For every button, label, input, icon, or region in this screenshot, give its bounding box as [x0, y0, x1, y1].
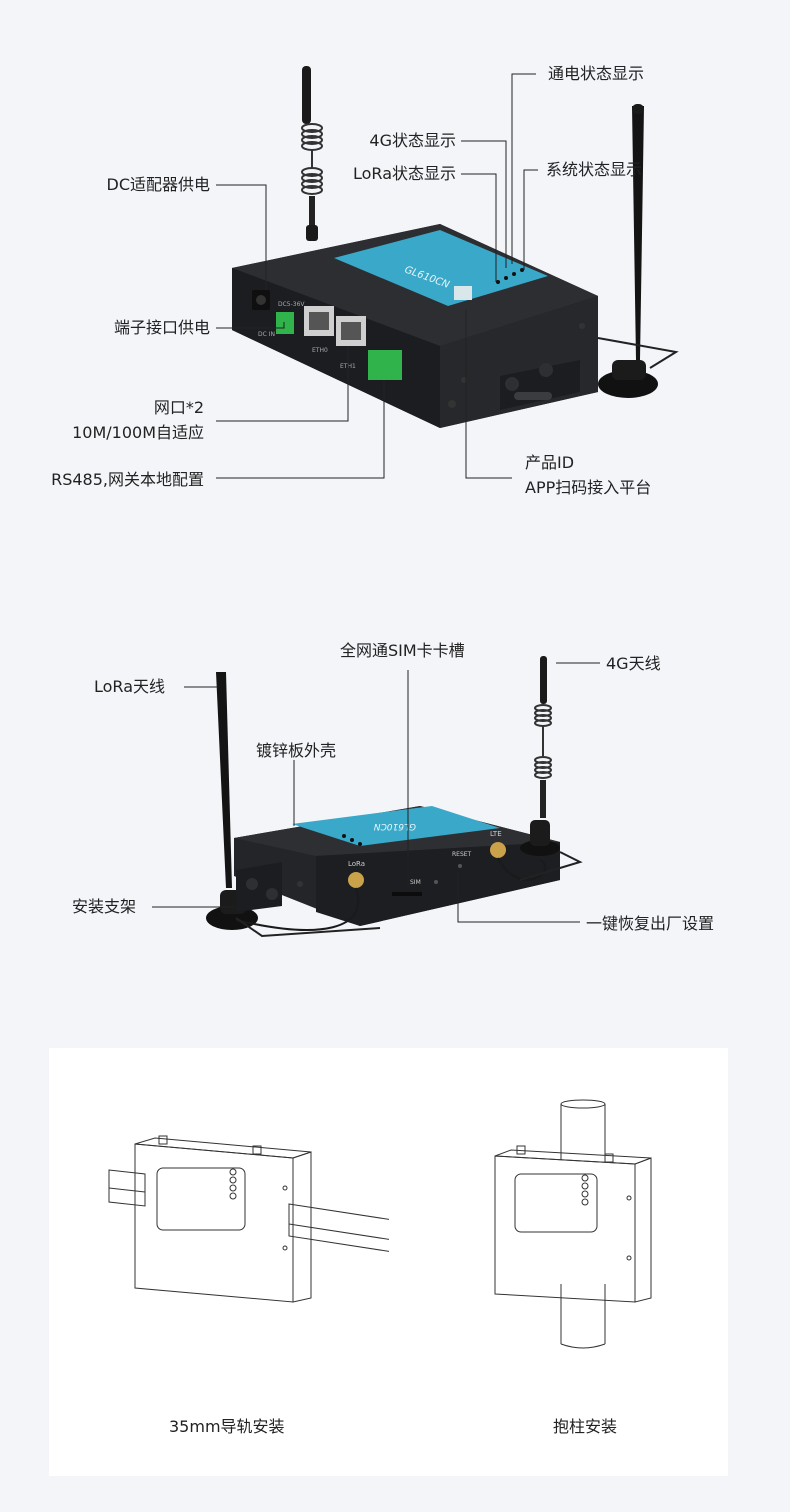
back-model-text: GL610CN: [374, 821, 416, 831]
label-ethernet-speed: 10M/100M自适应: [72, 423, 204, 442]
back-leader-lines: [152, 662, 600, 923]
label-lora-antenna: LoRa天线: [94, 677, 165, 696]
back-view-illustration: LoRa LTE RESET SIM GL610CN: [152, 656, 600, 938]
lte-antenna-back: [520, 656, 560, 856]
label-product-id: 产品ID: [525, 453, 575, 472]
caption-rail-mount: 35mm导轨安装: [169, 1417, 285, 1436]
label-power-status: 通电状态显示: [548, 64, 645, 83]
device-body-back: [234, 806, 560, 926]
port-label-lora: LoRa: [348, 860, 365, 868]
caption-pole-mount: 抱柱安装: [553, 1417, 618, 1436]
port-label-eth0: ETH0: [312, 347, 328, 354]
label-ethernet-count: 网口*2: [153, 398, 204, 417]
port-label-reset: RESET: [452, 851, 472, 858]
label-4g-antenna: 4G天线: [606, 654, 661, 673]
label-dc-power: DC适配器供电: [106, 175, 211, 194]
port-label-lte: LTE: [490, 830, 502, 838]
qr-code: [454, 286, 472, 300]
front-leader-lines: [216, 73, 538, 479]
label-lora-status: LoRa状态显示: [353, 164, 456, 183]
port-label-sim: SIM: [410, 879, 421, 886]
left-antenna-front: [301, 66, 323, 241]
installation-panel: 35mm导轨安装 抱柱安装: [49, 1048, 728, 1476]
label-shell: 镀锌板外壳: [256, 741, 337, 760]
label-panel: [334, 230, 548, 306]
label-bracket: 安装支架: [72, 897, 137, 916]
label-factory-reset: 一键恢复出厂设置: [586, 914, 715, 933]
label-rs485: RS485,网关本地配置: [51, 470, 204, 489]
pole-mount-drawing: [494, 1099, 652, 1349]
label-system-status: 系统状态显示: [546, 160, 643, 179]
label-4g-status: 4G状态显示: [369, 131, 456, 150]
label-terminal-power: 端子接口供电: [113, 318, 210, 337]
label-sim-slot: 全网通SIM卡卡槽: [340, 641, 465, 660]
rail-mount-drawing: [108, 1135, 389, 1303]
right-antenna-front: [597, 104, 679, 398]
label-app-scan: APP扫码接入平台: [525, 478, 652, 497]
front-view-illustration: DC5-36V DC IN ETH0 ETH1 GL610CN: [216, 66, 679, 479]
port-label-power: DC5-36V: [278, 301, 305, 308]
port-label-dc: DC IN: [258, 331, 275, 338]
